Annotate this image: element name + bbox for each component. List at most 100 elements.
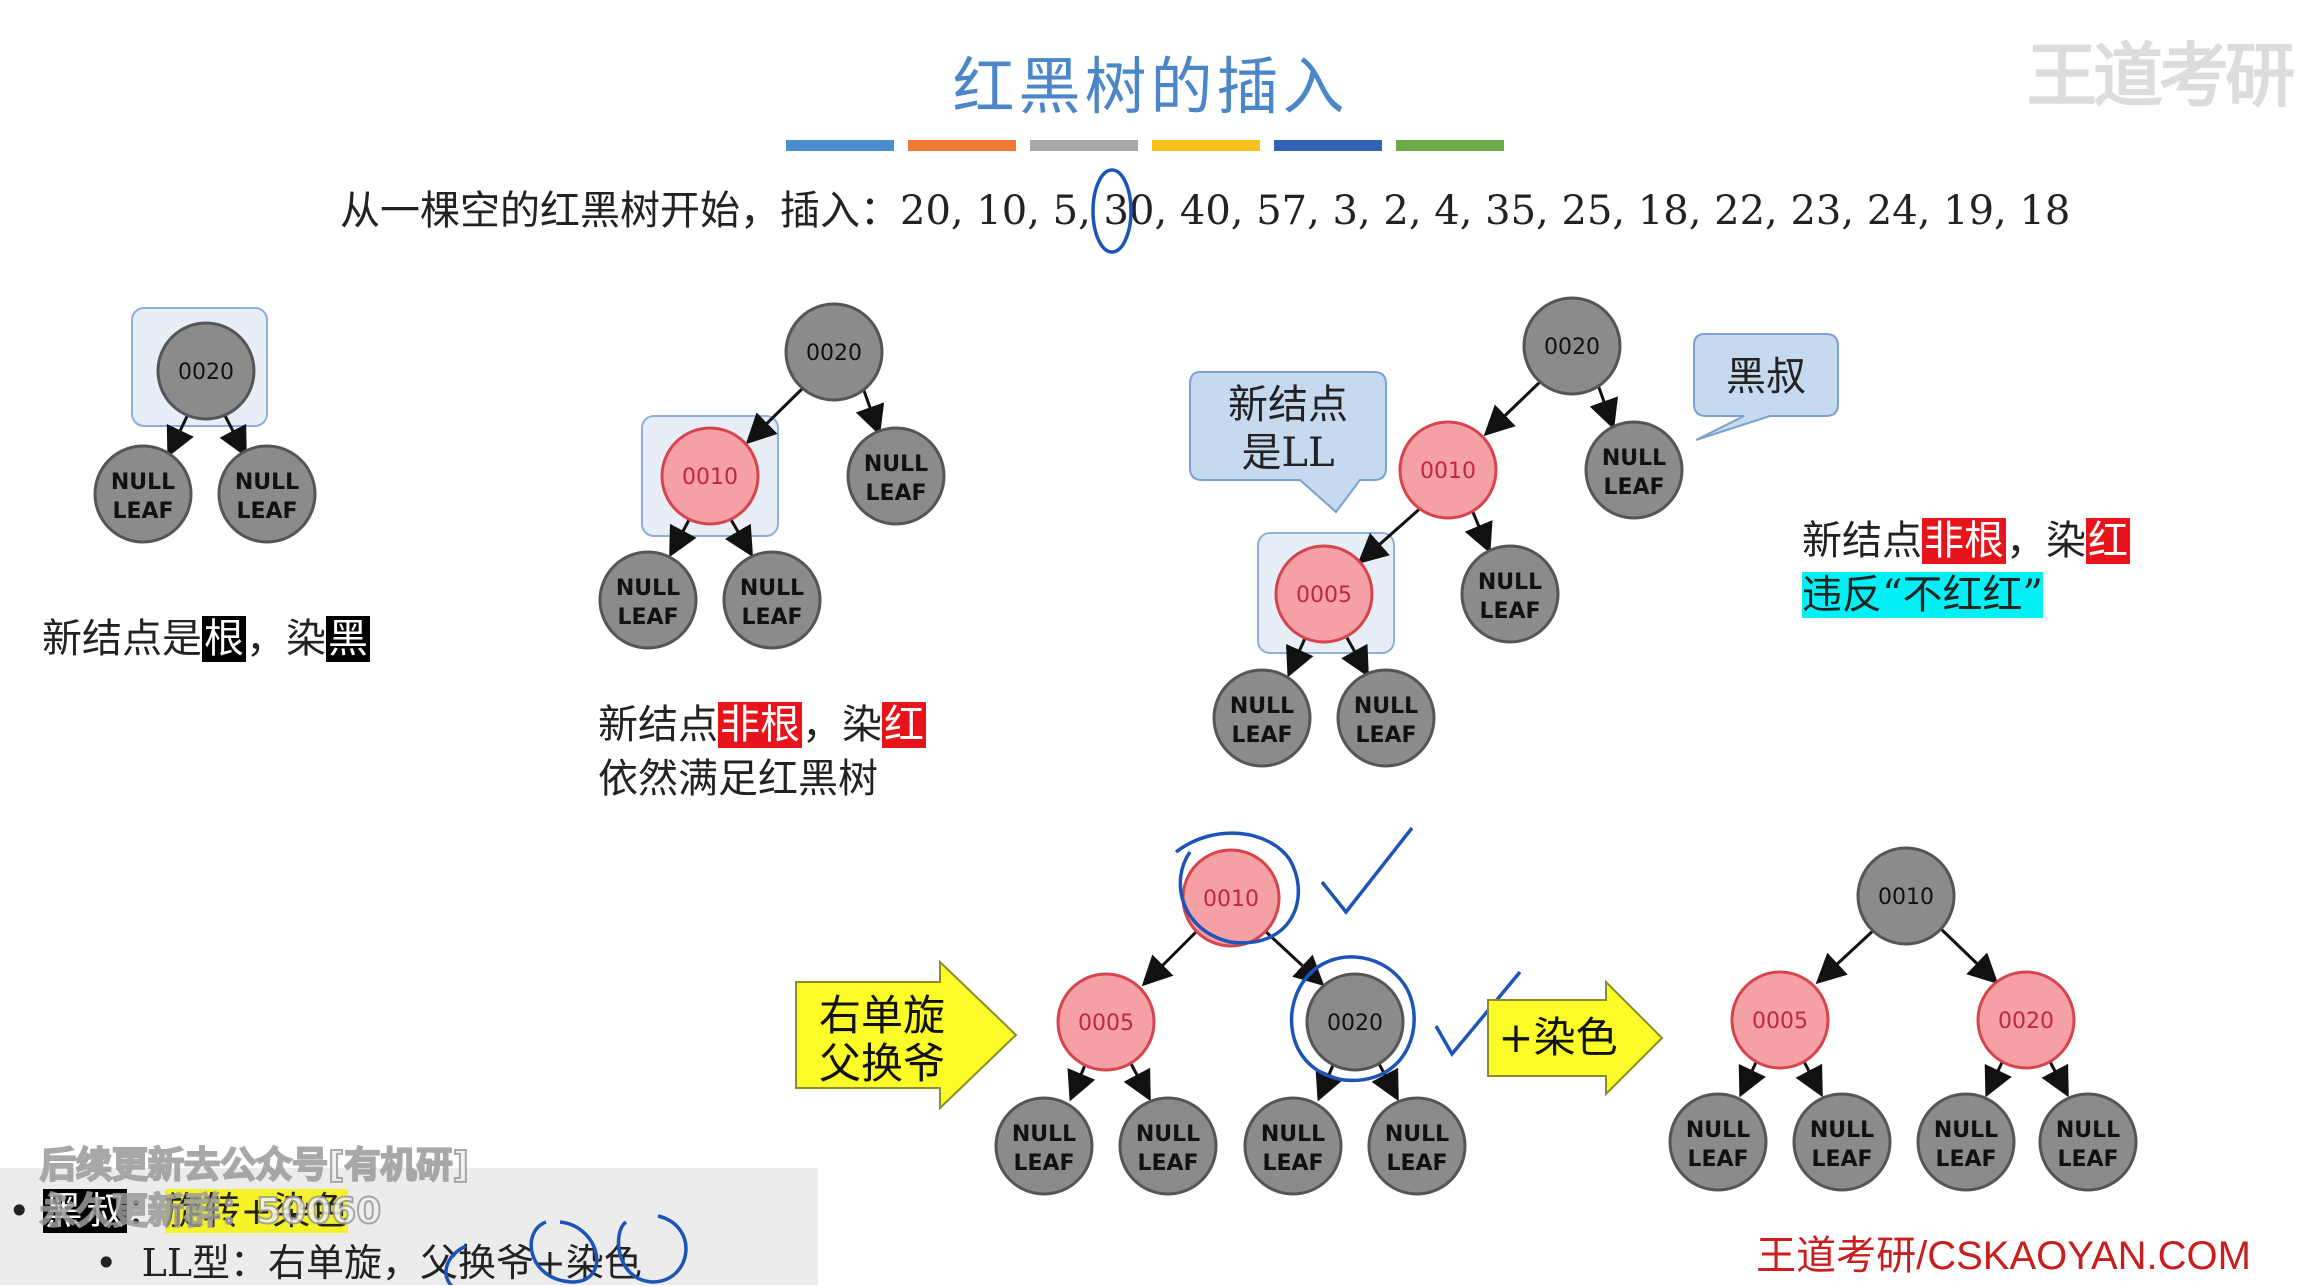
pen-check-root [1320,826,1414,915]
svg-text:0010: 0010 [1878,885,1934,910]
svg-text:0005: 0005 [1752,1009,1808,1034]
null-leaf: NULL LEAF [1668,1092,1768,1192]
sequence-prefix: 从一棵空的红黑树开始，插入： [340,188,900,234]
null-leaf: NULL LEAF [1792,1092,1892,1192]
null-leaf: NULL LEAF [2038,1092,2138,1192]
node-black: 0020 [784,302,884,402]
svg-text:0020: 0020 [1998,1009,2054,1034]
insert-sequence: 从一棵空的红黑树开始，插入：20, 10, 5, 30, 40, 57, 3, … [340,178,2070,236]
svg-text:LEAF: LEAF [1687,1147,1748,1172]
svg-text:0010: 0010 [1203,887,1259,912]
overlay-text-1: 后续更新去公众号[有机研] [39,1144,470,1187]
null-leaf: NULL LEAF [1336,668,1436,768]
svg-text:LEAF: LEAF [1935,1147,1996,1172]
case2-tree: 0020 0010 NULL LEAF NULL LEAF NULL LEAF [598,302,946,650]
case2-caption: 新结点非根，染红 [598,702,926,748]
svg-text:NULL: NULL [1354,694,1418,719]
node-black: 0020 [1522,296,1622,396]
null-leaf: NULL LEAF [1212,668,1312,768]
slide-title: 红黑树的插入 [952,50,1349,123]
svg-text:0005: 0005 [1078,1011,1134,1036]
svg-text:LEAF: LEAF [1013,1151,1074,1176]
svg-text:NULL: NULL [1686,1118,1750,1143]
svg-text:LEAF: LEAF [1386,1151,1447,1176]
pen-circle-root [1174,831,1301,945]
svg-text:新结点: 新结点 [1228,382,1348,428]
svg-text:LEAF: LEAF [741,605,802,630]
svg-text:父换爷: 父换爷 [819,1039,945,1088]
svg-text:NULL: NULL [111,470,175,495]
rotate-arrow: 右单旋 父换爷 [795,959,1018,1111]
node-black: 0010 [1856,846,1956,946]
case1-tree: 0020 NULL LEAF NULL LEAF [93,307,317,544]
svg-text:+染色: +染色 [1498,1013,1617,1062]
svg-text:LEAF: LEAF [112,499,173,524]
svg-text:NULL: NULL [235,470,299,495]
node-label: 0020 [178,360,234,385]
svg-text:0020: 0020 [806,341,862,366]
pen-circle-5 [1091,168,1133,254]
null-leaf: NULL LEAF [598,550,698,650]
null-leaf: NULL LEAF [1243,1096,1343,1196]
case3-caption: 新结点非根，染红 [1802,518,2130,564]
case3-caption-2: 违反“不红红” [1802,572,2043,618]
svg-text:LEAF: LEAF [865,481,926,506]
recolor-arrow: +染色 [1487,979,1664,1097]
node-black: 0020 [1305,972,1405,1072]
null-leaf: NULL LEAF [722,550,822,650]
svg-text:NULL: NULL [740,576,804,601]
svg-text:黑叔: 黑叔 [1726,354,1806,400]
node-red: 0010 [1398,420,1498,520]
svg-text:LEAF: LEAF [1479,599,1540,624]
svg-text:NULL: NULL [864,452,928,477]
svg-text:NULL: NULL [1934,1118,1998,1143]
svg-text:NULL: NULL [1478,570,1542,595]
case2-caption-2: 依然满足红黑树 [598,756,878,802]
color-bar-segment [908,140,1016,151]
color-bar-segment [786,140,894,151]
svg-text:NULL: NULL [1012,1122,1076,1147]
null-leaf: NULL LEAF [1916,1092,2016,1192]
svg-text:0020: 0020 [1544,335,1600,360]
svg-text:LEAF: LEAF [1262,1151,1323,1176]
pen-circle-right [1289,955,1416,1082]
rotated-tree: 0010 0005 0020 NULL LEAF NULL LEAF [994,826,1522,1196]
svg-text:NULL: NULL [1810,1118,1874,1143]
svg-text:LEAF: LEAF [617,605,678,630]
svg-text:NULL: NULL [2056,1118,2120,1143]
svg-text:LEAF: LEAF [1137,1151,1198,1176]
case3-tree: 新结点 是LL 黑叔 0020 0010 [1189,296,1839,768]
svg-text:是LL: 是LL [1241,430,1334,476]
color-bar-segment [1274,140,1382,151]
svg-text:NULL: NULL [1385,1122,1449,1147]
null-leaf: NULL LEAF [1367,1096,1467,1196]
color-bar-segment [1030,140,1138,151]
svg-text:LEAF: LEAF [1811,1147,1872,1172]
color-bar-segment [1152,140,1260,151]
node-red: 0010 [1181,848,1281,948]
sequence-values-after: , 30, 40, 57, 3, 2, 4, 35, 25, 18, 22, 2… [1078,188,2071,234]
svg-text:LEAF: LEAF [1355,723,1416,748]
final-tree: 0010 0005 0020 NULL LEAF NULL LEAF [1668,846,2138,1192]
null-leaf: NULL LEAF [1118,1096,1218,1196]
null-leaf: NULL LEAF [217,444,317,544]
svg-text:0010: 0010 [1420,459,1476,484]
bubble-black-uncle: 黑叔 [1693,333,1839,441]
svg-text:NULL: NULL [1261,1122,1325,1147]
null-leaf: NULL LEAF [93,444,193,544]
null-leaf: NULL LEAF [1460,544,1560,644]
svg-text:LEAF: LEAF [2057,1147,2118,1172]
svg-text:0010: 0010 [682,465,738,490]
svg-text:NULL: NULL [1136,1122,1200,1147]
note-bullet-2: • LL型：右单旋，父换爷+染色 [95,1241,642,1285]
overlay-text-2: 永久更新群：50060 [39,1190,382,1233]
sequence-circled-value: 5 [1052,188,1079,234]
svg-text:0020: 0020 [1327,1011,1383,1036]
svg-text:NULL: NULL [616,576,680,601]
svg-text:右单旋: 右单旋 [819,991,945,1040]
sequence-values-before: 20, 10, [900,188,1053,234]
null-leaf: NULL LEAF [994,1096,1094,1196]
svg-text:LEAF: LEAF [236,499,297,524]
